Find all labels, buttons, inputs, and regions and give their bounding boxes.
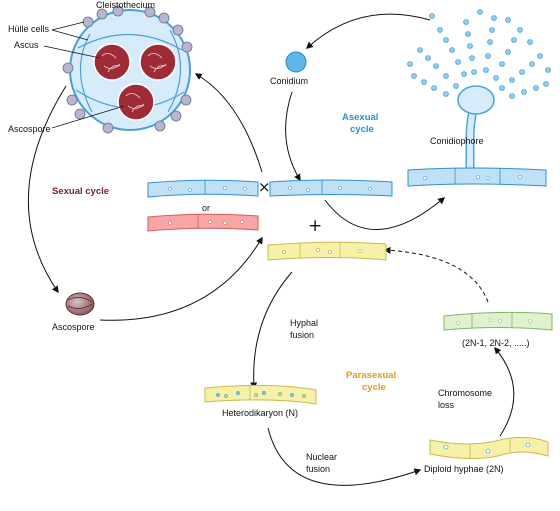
hulle-cells [62, 5, 193, 134]
ascospore [65, 292, 95, 316]
ascospore-bottom-label: Ascospore [52, 322, 95, 332]
asexual-cycle-title-2: cycle [350, 124, 374, 135]
or-label: or [202, 203, 211, 213]
aneuploid-label: (2N-1, 2N-2, .....) [462, 338, 530, 348]
hypha-yellow-top [267, 241, 387, 261]
conidium-label: Conidium [270, 76, 309, 86]
sexual-arrow-bottom [99, 236, 263, 321]
chromosome-loss-label-1: Chromosome [438, 388, 493, 398]
asexual-arrow-top [305, 13, 431, 49]
parasexual-arrow-chromosome [494, 346, 515, 437]
hypha-diploid [429, 436, 549, 460]
hyphal-fusion-label-2: fusion [290, 330, 315, 340]
parasexual-arrow-nuclear [267, 427, 422, 486]
asexual-cycle-title-1: Asexual [342, 112, 379, 123]
asexual-arrow-bottom [324, 197, 446, 230]
ascospore-top-label: Ascospore [8, 124, 51, 134]
cleistothecium-label: Cleistothecium [96, 0, 156, 10]
sexual-arrow-top [194, 73, 263, 173]
heterodikaryon-label: Heterodikaryon (N) [222, 408, 299, 418]
diploid-label: Diploid hyphae (2N) [424, 464, 504, 474]
cleistothecium [62, 5, 193, 134]
parasexual-arrow-return [383, 246, 489, 303]
sexual-arrow-left [28, 85, 67, 294]
conidiophore-label: Conidiophore [430, 136, 484, 146]
hypha-blue-conidiophore [407, 167, 547, 187]
nuclear-fusion-label-1: Nuclear [306, 452, 338, 462]
hypha-blue-right [269, 179, 393, 197]
parasexual-arrow-fusion [250, 271, 293, 390]
parasexual-cycle-title-1: Parasexual [346, 370, 397, 381]
hypha-red [147, 213, 259, 232]
sexual-cycle-title: Sexual cycle [52, 186, 110, 197]
conidiophore [407, 9, 551, 172]
chromosome-loss-label-2: loss [438, 400, 455, 410]
ascus-label: Ascus [14, 40, 39, 50]
plus-symbol: + [308, 216, 323, 236]
pointer-lines [43, 21, 125, 129]
hulle-cells-label: Hülle cells [8, 24, 50, 34]
hyphal-fusion-label-1: Hyphal [290, 318, 319, 328]
cross-symbol: × [258, 178, 271, 196]
conidium [285, 51, 307, 73]
hypha-heterodikaryon [204, 384, 317, 405]
nuclear-fusion-label-2: fusion [306, 464, 331, 474]
hypha-blue-left [147, 179, 259, 198]
parasexual-cycle-title-2: cycle [362, 382, 386, 393]
hypha-green [443, 311, 553, 331]
ascus [93, 43, 177, 121]
asexual-arrow-left [285, 91, 301, 182]
